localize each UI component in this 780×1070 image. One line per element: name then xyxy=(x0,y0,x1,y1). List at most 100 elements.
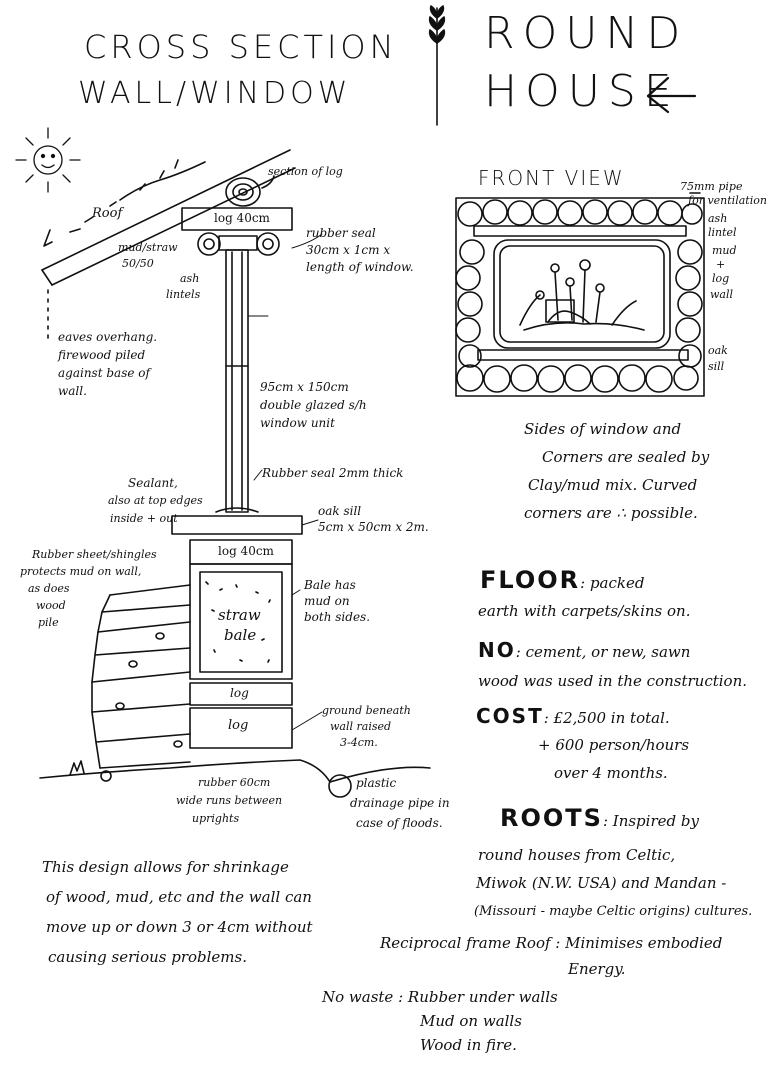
label-pipe-1: 75mm pipe xyxy=(680,180,743,193)
label-log-top: log 40cm xyxy=(214,211,270,225)
label-window-2: double glazed s/h xyxy=(260,398,367,412)
note-sides-3: Clay/mud mix. Curved xyxy=(528,476,698,494)
note-sides-2: Corners are sealed by xyxy=(542,448,710,466)
label-leaders xyxy=(247,233,323,731)
label-window-1: 95cm x 150cm xyxy=(260,380,349,394)
title-house: HOUSE xyxy=(484,66,680,117)
cost-text-2: + 600 person/hours xyxy=(538,736,690,754)
note-design-3: move up or down 3 or 4cm without xyxy=(46,918,313,936)
label-bale-mud-1: Bale has xyxy=(304,578,356,592)
lower-log-a xyxy=(189,682,293,706)
ground-line xyxy=(39,759,431,798)
label-bale-mud-2: mud on xyxy=(304,594,350,608)
floor-text-2: earth with carpets/skins on. xyxy=(478,602,691,620)
oak-sill xyxy=(171,515,303,535)
label-mud-straw: mud/straw xyxy=(118,241,178,254)
label-sealant-3: inside + out xyxy=(110,512,178,525)
note-roots: ROOTS: Inspired by xyxy=(500,804,699,832)
arrow-left-icon xyxy=(646,76,697,114)
label-window-3: window unit xyxy=(260,416,335,430)
cost-text-3: over 4 months. xyxy=(554,764,668,782)
label-shingles-2: protects mud on wall, xyxy=(20,565,142,578)
label-bale-mud-3: both sides. xyxy=(304,610,371,624)
note-floor: FLOOR: packed xyxy=(480,566,644,594)
floor-heading: FLOOR xyxy=(480,566,581,594)
label-log-mid: log 40cm xyxy=(218,544,274,558)
title-wall-window: WALL/WINDOW xyxy=(78,76,352,111)
section-log xyxy=(225,175,275,207)
roots-text-4: (Missouri - maybe Celtic origins) cultur… xyxy=(474,904,753,919)
bottom-rubber-seal xyxy=(215,507,259,513)
note-nowaste-2: Mud on walls xyxy=(420,1012,522,1030)
label-eaves-4: wall. xyxy=(58,384,87,398)
note-design-1: This design allows for shrinkage xyxy=(42,858,289,876)
label-ash-lintel-1: ash xyxy=(708,212,728,225)
roots-text-2: round houses from Celtic, xyxy=(478,846,676,864)
note-cost: COST: £2,500 in total. xyxy=(476,704,670,728)
label-log-b: log xyxy=(228,718,249,733)
label-rubber-base-1: rubber 60cm xyxy=(198,776,271,789)
label-rubber-seal-dims2: length of window. xyxy=(306,260,414,274)
label-section-log: section of log xyxy=(268,165,343,178)
front-view-title: FRONT VIEW xyxy=(478,166,625,190)
label-shingles-4: wood xyxy=(36,599,66,612)
note-reciprocal-2: Energy. xyxy=(568,960,626,978)
title-round: ROUND xyxy=(484,8,689,59)
ash-lintels xyxy=(197,232,280,256)
label-shingles-1: Rubber sheet/shingles xyxy=(32,548,157,561)
label-ash-lintels2: lintels xyxy=(166,288,201,301)
no-text-2: wood was used in the construction. xyxy=(478,672,748,690)
title-cross-section: CROSS SECTION xyxy=(84,28,398,66)
label-rubber-seal-top: rubber seal xyxy=(306,226,376,240)
wood-pile xyxy=(91,584,191,769)
note-sides-1: Sides of window and xyxy=(524,420,682,438)
window-unit xyxy=(225,249,249,513)
no-heading: NO xyxy=(478,638,516,662)
label-straw-bale-1: straw xyxy=(218,606,261,624)
wheat-icon xyxy=(428,5,446,126)
note-design-4: causing serious problems. xyxy=(48,948,247,966)
roots-text-1: : Inspired by xyxy=(602,812,699,830)
label-rubber-base-2: wide runs between xyxy=(176,794,283,807)
label-mud-straw-ratio: 50/50 xyxy=(122,257,154,270)
cost-heading: COST xyxy=(476,704,544,728)
note-reciprocal-1: Reciprocal frame Roof : Minimises embodi… xyxy=(380,934,723,952)
cost-text-1: : £2,500 in total. xyxy=(543,709,670,727)
note-design-2: of wood, mud, etc and the wall can xyxy=(46,888,312,906)
label-shingles-3: as does xyxy=(28,582,70,595)
label-sealant-2: also at top edges xyxy=(108,494,203,507)
label-mud-log-1: mud xyxy=(712,244,737,257)
note-sides-4: corners are ∴ possible. xyxy=(524,504,698,522)
label-drain-1: plastic xyxy=(356,776,397,790)
label-ash-lintel-2: lintel xyxy=(708,226,737,239)
top-log-beam xyxy=(181,207,293,231)
label-ground-2: wall raised xyxy=(330,720,392,733)
label-drain-3: case of floods. xyxy=(356,816,443,830)
label-mud-log-2: + xyxy=(716,258,726,271)
label-log-a: log xyxy=(230,686,249,700)
sun-icon xyxy=(15,127,81,193)
label-sealant-1: Sealant, xyxy=(128,476,178,490)
label-drain-2: drainage pipe in xyxy=(350,796,450,810)
label-shingles-5: pile xyxy=(38,616,59,629)
note-nowaste-1: No waste : Rubber under walls xyxy=(322,988,558,1006)
roof-section xyxy=(41,149,296,286)
roots-text-3: Miwok (N.W. USA) and Mandan - xyxy=(476,874,727,892)
label-rubber-seal-dims: 30cm x 1cm x xyxy=(306,243,391,257)
label-ground-3: 3-4cm. xyxy=(340,736,378,749)
label-rubber-base-3: uprights xyxy=(192,812,240,825)
note-no: NO: cement, or new, sawn xyxy=(478,638,690,662)
label-oak-sill-2: 5cm x 50cm x 2m. xyxy=(318,520,429,534)
label-ash-lintels: ash xyxy=(180,272,200,285)
note-nowaste-3: Wood in fire. xyxy=(420,1036,517,1054)
label-fv-oak-sill-1: oak xyxy=(708,344,728,357)
label-eaves-2: firewood piled xyxy=(58,348,146,362)
label-roof: Roof xyxy=(92,206,123,221)
label-ground-1: ground beneath xyxy=(322,704,411,717)
front-view-drawing xyxy=(455,192,705,397)
label-straw-bale-2: bale xyxy=(224,626,257,644)
label-oak-sill-1: oak sill xyxy=(318,504,362,518)
no-text-1: : cement, or new, sawn xyxy=(515,643,691,661)
label-eaves-1: eaves overhang. xyxy=(58,330,158,344)
